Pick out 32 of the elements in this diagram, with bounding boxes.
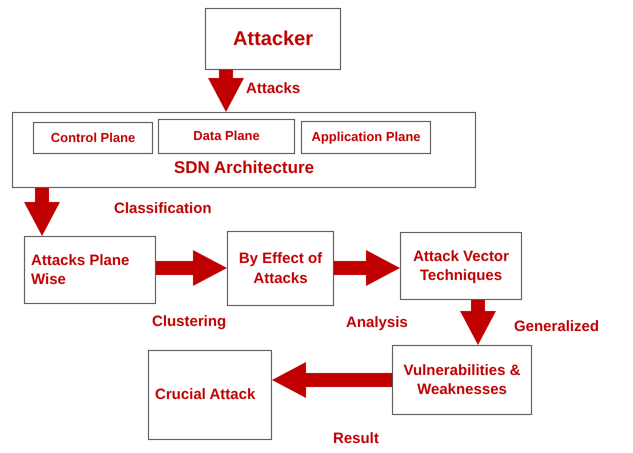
process-box — [301, 121, 431, 154]
box-heading: SDN Architecture — [172, 156, 316, 179]
box-label: Vulnerabilities & Weaknesses — [402, 360, 522, 400]
process-box — [33, 122, 153, 154]
process-box — [400, 232, 522, 300]
process-box — [148, 350, 272, 440]
edge-label: Generalized — [514, 318, 600, 335]
box-label: Control Plane — [50, 130, 136, 146]
arrow — [460, 300, 496, 345]
box-label: Data Plane — [193, 128, 260, 145]
process-box — [227, 231, 334, 306]
edge-label: Clustering — [152, 313, 226, 330]
process-box — [12, 112, 476, 188]
edge-label: Attacks — [246, 80, 300, 97]
arrow — [24, 188, 60, 236]
arrow — [156, 250, 227, 286]
arrow — [208, 70, 244, 112]
box-label: Attacks Plane Wise — [31, 250, 130, 290]
box-label: Crucial Attack — [155, 385, 256, 405]
box-label: By Effect of Attacks — [238, 249, 324, 288]
arrow — [272, 362, 392, 398]
arrow — [334, 250, 400, 286]
edge-label: Result — [333, 430, 379, 447]
box-label: Application Plane — [311, 129, 421, 146]
process-box — [24, 236, 156, 304]
edge-label: Analysis — [346, 314, 408, 331]
edge-label: Classification — [114, 200, 212, 217]
box-label: Attack Vector Techniques — [412, 246, 510, 286]
process-box — [158, 119, 295, 154]
process-box — [392, 345, 532, 415]
box-label: Attacker — [232, 27, 314, 52]
process-box — [205, 8, 341, 70]
